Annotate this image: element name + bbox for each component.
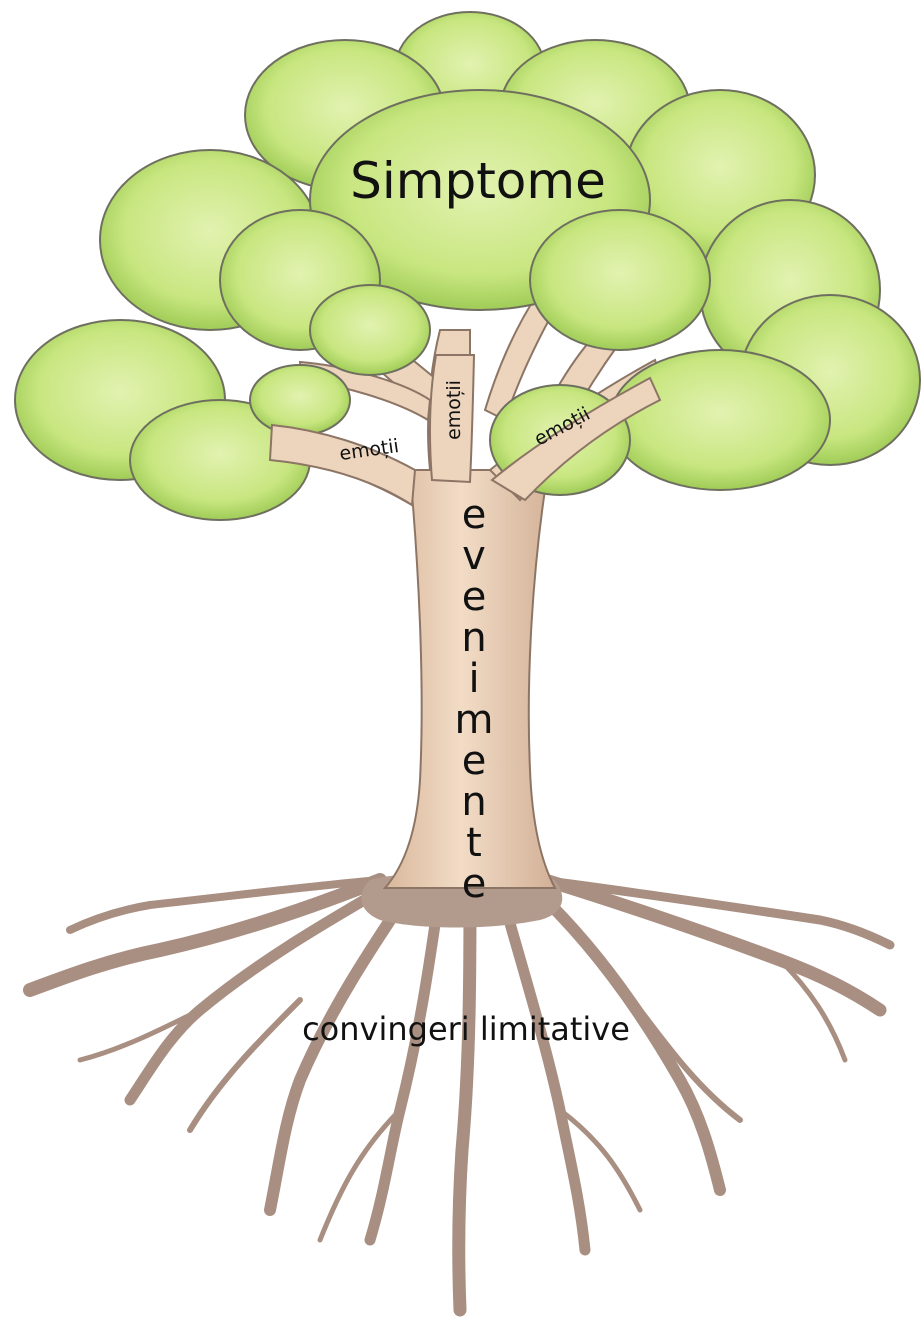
- trunk-label-letter: v: [462, 533, 486, 579]
- trunk-label-letter: e: [462, 861, 487, 907]
- trunk-label-letter: e: [462, 492, 487, 538]
- crown-label: Simptome: [350, 152, 606, 210]
- trunk-label-letter: n: [461, 779, 486, 825]
- roots-label: convingeri limitative: [302, 1010, 630, 1048]
- trunk-label-letter: e: [462, 574, 487, 620]
- trunk-label-letter: m: [455, 697, 494, 743]
- trunk-label-letter: i: [468, 656, 479, 702]
- trunk-label-letter: t: [466, 820, 482, 866]
- roots: [30, 880, 890, 1310]
- branch-label-middle: emoții: [443, 380, 465, 440]
- trunk-label-letter: n: [461, 615, 486, 661]
- trunk-label-letter: e: [462, 738, 487, 784]
